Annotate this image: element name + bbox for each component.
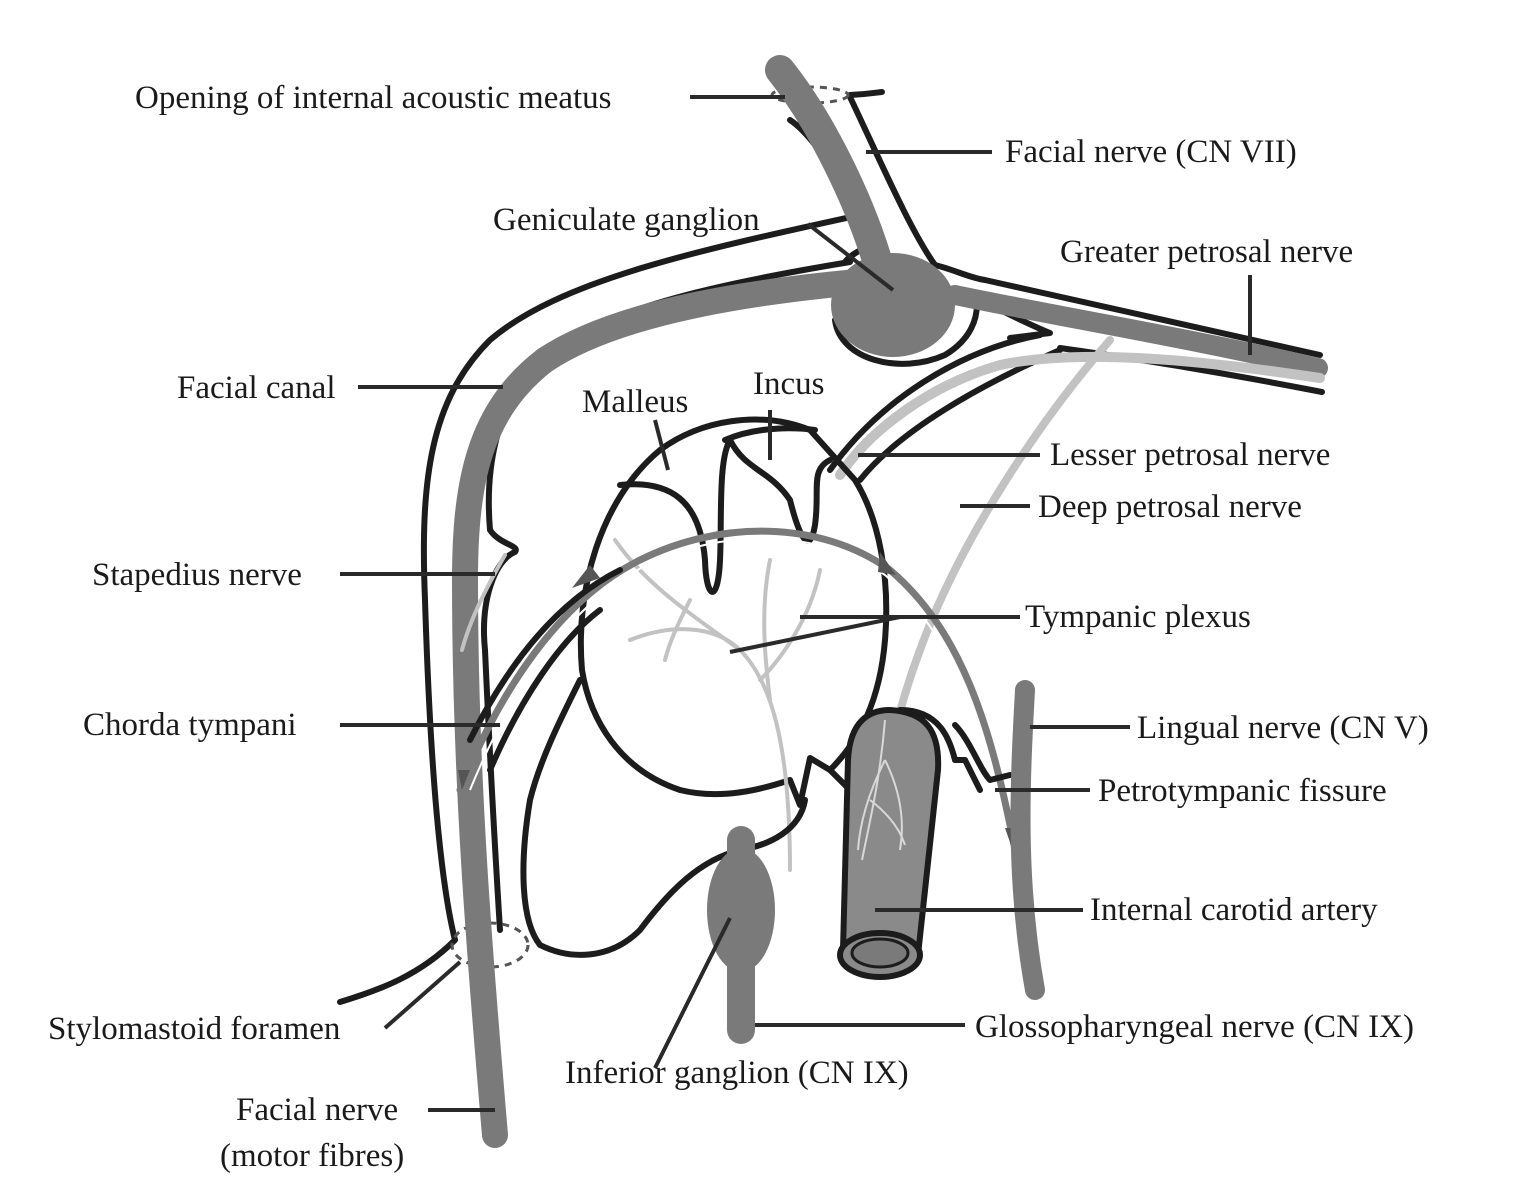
label-stapedius-nerve: Stapedius nerve — [92, 557, 302, 593]
label-opening-internal-acoustic-meatus: Opening of internal acoustic meatus — [135, 80, 612, 116]
label-facial-nerve-motor-line1: Facial nerve — [236, 1092, 398, 1128]
labels: Opening of internal acoustic meatus Faci… — [48, 80, 1429, 1174]
lingual-nerve — [1010, 680, 1045, 1000]
label-tympanic-plexus: Tympanic plexus — [1025, 599, 1251, 635]
label-incus: Incus — [753, 366, 824, 402]
label-inferior-ganglion: Inferior ganglion (CN IX) — [565, 1055, 909, 1091]
label-chorda-tympani: Chorda tympani — [83, 707, 297, 743]
label-greater-petrosal-nerve: Greater petrosal nerve — [1060, 234, 1353, 270]
glossopharyngeal-nerve — [707, 826, 775, 1044]
label-malleus: Malleus — [582, 384, 688, 420]
label-facial-nerve-cn7: Facial nerve (CN VII) — [1005, 134, 1297, 170]
tympanic-plexus-branches — [613, 538, 822, 872]
chorda-tympani — [456, 527, 1019, 854]
tympanic-cavity — [577, 416, 890, 808]
label-internal-carotid-artery: Internal carotid artery — [1090, 892, 1378, 928]
ossicles — [617, 425, 833, 595]
leader-lines — [340, 95, 1252, 1112]
label-geniculate-ganglion: Geniculate ganglion — [493, 202, 760, 238]
label-lingual-nerve: Lingual nerve (CN V) — [1137, 710, 1429, 746]
facial-nerve — [451, 55, 1328, 1148]
label-stylomastoid-foramen: Stylomastoid foramen — [48, 1011, 340, 1047]
label-deep-petrosal-nerve: Deep petrosal nerve — [1038, 489, 1302, 525]
label-glossopharyngeal-nerve: Glossopharyngeal nerve (CN IX) — [975, 1009, 1414, 1045]
label-facial-canal: Facial canal — [177, 370, 336, 406]
label-facial-nerve-motor-line2: (motor fibres) — [220, 1138, 404, 1174]
stapedius-nerve-shape — [460, 553, 507, 652]
lesser-petrosal-channel — [827, 332, 1325, 483]
arrow-chorda-right — [878, 552, 896, 575]
label-petrotympanic-fissure: Petrotympanic fissure — [1098, 773, 1387, 809]
geniculate-ganglion-shape — [831, 253, 955, 357]
internal-carotid-artery — [837, 706, 942, 980]
arrow-chorda-left — [572, 565, 600, 588]
label-lesser-petrosal-nerve: Lesser petrosal nerve — [1050, 437, 1330, 473]
arrow-chorda-down-left — [458, 770, 470, 790]
